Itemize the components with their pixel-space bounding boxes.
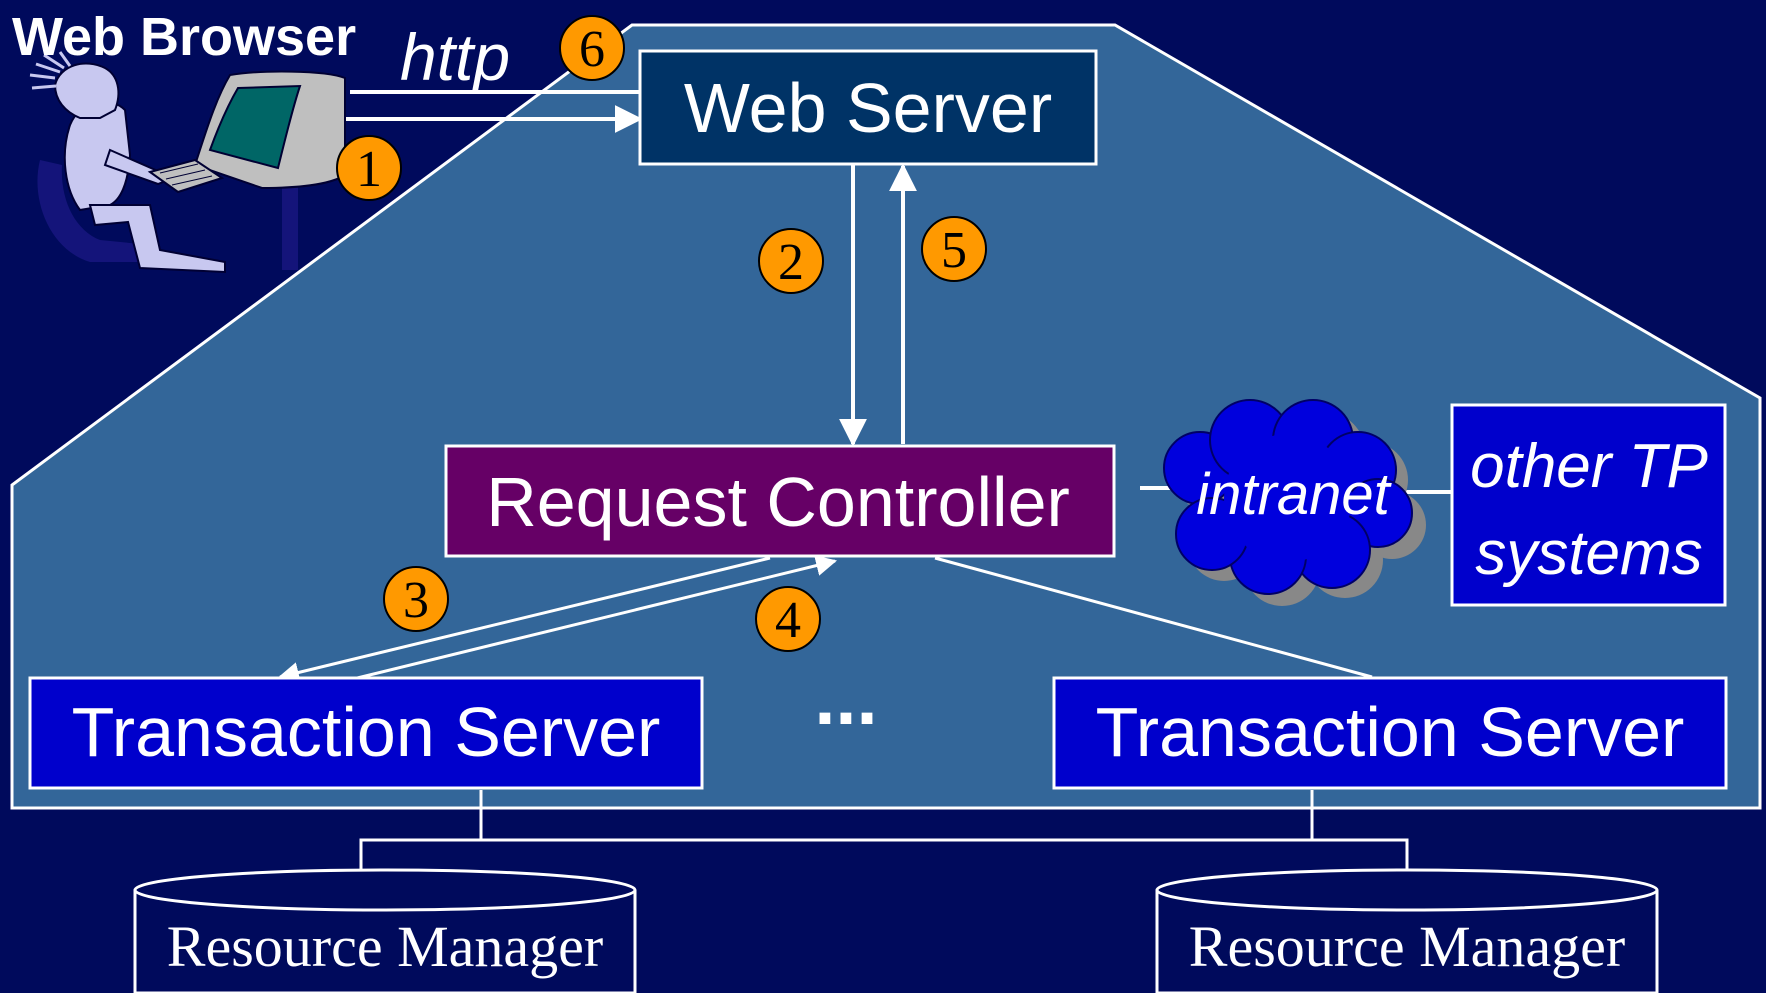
ts-connector-cross (481, 838, 1409, 870)
resource-manager-left-node: Resource Manager (133, 868, 637, 993)
request-controller-node: Request Controller (444, 444, 1116, 558)
intranet-label: intranet (1196, 462, 1392, 527)
web-server-node: Web Server (638, 49, 1098, 166)
resource-manager-left-label: Resource Manager (167, 914, 603, 979)
step-badge-1: 1 (336, 135, 402, 201)
request-controller-label: Request Controller (486, 463, 1070, 541)
other-tp-label-line2: systems (1475, 519, 1702, 588)
step-badge-4: 4 (755, 586, 821, 652)
step-number-1: 1 (356, 141, 382, 198)
transaction-server-right-node: Transaction Server (1052, 676, 1728, 790)
step-badge-6: 6 (559, 15, 625, 81)
other-tp-label-line1: other TP (1470, 432, 1708, 501)
step-number-2: 2 (778, 234, 804, 291)
resource-manager-right-label: Resource Manager (1189, 914, 1625, 979)
step-number-6: 6 (579, 21, 605, 78)
http-label: http (400, 20, 510, 94)
step-number-4: 4 (775, 592, 801, 649)
user-at-computer-icon (29, 51, 346, 274)
arrow-step-4 (344, 555, 838, 683)
transaction-server-left-label: Transaction Server (72, 693, 661, 771)
web-server-label: Web Server (684, 69, 1052, 147)
web-browser-title: Web Browser (12, 7, 356, 67)
step-badge-5: 5 (921, 216, 987, 282)
tp-system-region (10, 23, 1762, 810)
transaction-server-right-label: Transaction Server (1096, 693, 1685, 771)
step-number-5: 5 (941, 222, 967, 279)
ellipsis-label: ... (814, 656, 877, 741)
other-tp-systems-node: other TP systems (1450, 403, 1727, 607)
transaction-server-left-node: Transaction Server (28, 676, 704, 790)
rc-to-ts-right-line (934, 556, 1373, 679)
resource-manager-right-node: Resource Manager (1155, 868, 1659, 993)
intranet-cloud: intranet (1163, 399, 1426, 606)
ts-left-connector (359, 790, 483, 888)
step-badge-2: 2 (758, 228, 824, 294)
step-badge-3: 3 (383, 566, 449, 632)
step-number-3: 3 (403, 572, 429, 629)
arrow-step-3 (277, 556, 771, 683)
